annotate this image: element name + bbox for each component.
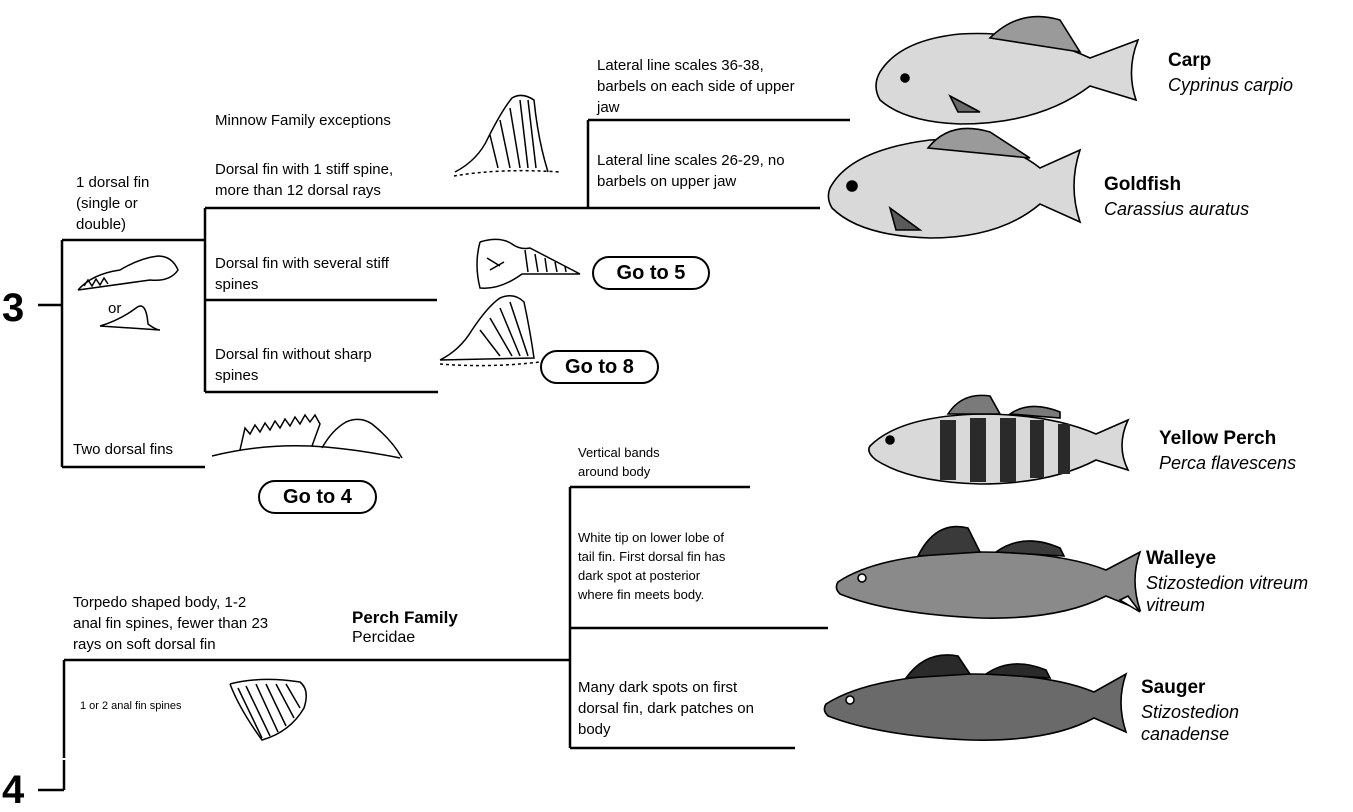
one-dorsal-fin-label: 1 dorsal fin (single or double): [76, 172, 149, 235]
several-spines-label: Dorsal fin with several stiff spines: [215, 253, 389, 295]
no-sharp-spines-label: Dorsal fin without sharp spines: [215, 344, 372, 386]
goldfish-drawing: [828, 128, 1080, 238]
go-to-4-button[interactable]: Go to 4: [258, 480, 377, 514]
yellow-perch-drawing: [869, 395, 1128, 484]
carp-key-text: Lateral line scales 36-38, barbels on ea…: [597, 55, 795, 118]
step-4-number: 4: [2, 770, 24, 810]
minnow-exceptions-label: Minnow Family exceptions: [215, 110, 391, 131]
fish-drawings: [824, 17, 1140, 741]
vertical-bands-key-text: Vertical bands around body: [578, 443, 660, 481]
or-label: or: [108, 298, 121, 319]
carp-drawing: [876, 17, 1138, 124]
walleye-key-text: White tip on lower lobe of tail fin. Fir…: [578, 528, 725, 604]
go-to-5-button[interactable]: Go to 5: [592, 256, 710, 290]
walleye-common-name: Walleye: [1146, 548, 1216, 570]
walleye-drawing: [836, 527, 1140, 619]
perch-body-label: Torpedo shaped body, 1-2 anal fin spines…: [73, 592, 268, 655]
carp-scientific-name: Cyprinus carpio: [1168, 74, 1293, 96]
perch-family-name: Perch Family: [352, 608, 458, 628]
goldfish-scientific-name: Carassius auratus: [1104, 198, 1249, 220]
two-dorsal-fins-label: Two dorsal fins: [73, 439, 173, 460]
perch-family-scientific: Percidae: [352, 628, 415, 648]
yellow-perch-scientific-name: Perca flavescens: [1159, 452, 1296, 474]
sauger-scientific-name: Stizostedion canadense: [1141, 701, 1239, 745]
stiff-spine-label: Dorsal fin with 1 stiff spine, more than…: [215, 159, 393, 201]
sauger-key-text: Many dark spots on first dorsal fin, dar…: [578, 677, 754, 740]
sauger-drawing: [824, 655, 1126, 740]
sauger-common-name: Sauger: [1141, 677, 1205, 699]
anal-spines-label: 1 or 2 anal fin spines: [80, 699, 182, 713]
yellow-perch-common-name: Yellow Perch: [1159, 428, 1276, 450]
go-to-8-button[interactable]: Go to 8: [540, 350, 659, 384]
carp-common-name: Carp: [1168, 50, 1211, 72]
goldfish-common-name: Goldfish: [1104, 174, 1181, 196]
walleye-scientific-name: Stizostedion vitreum vitreum: [1146, 572, 1308, 616]
goldfish-key-text: Lateral line scales 26-29, no barbels on…: [597, 150, 785, 192]
step-3-number: 3: [2, 288, 24, 328]
